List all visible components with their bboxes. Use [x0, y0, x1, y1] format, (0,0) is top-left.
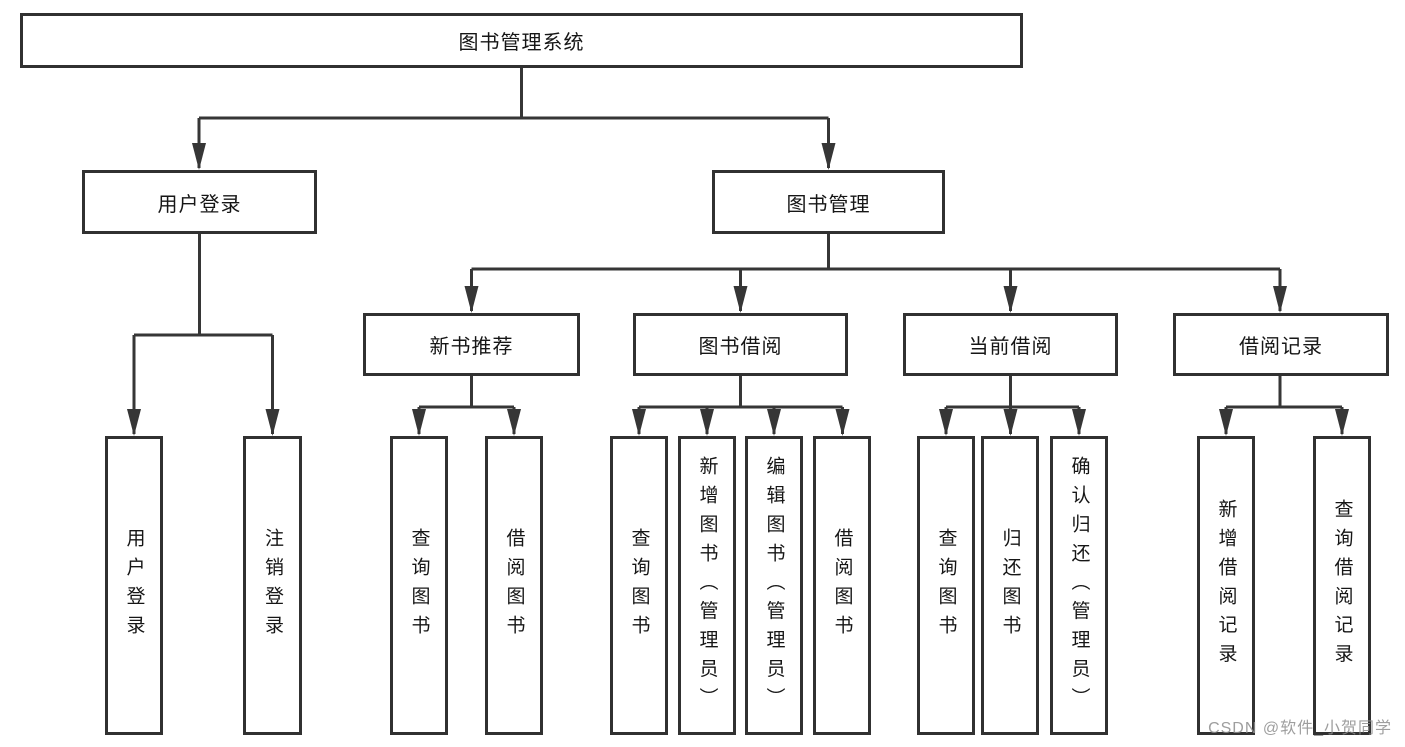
leaf-query-books-current: 查询图书 [917, 436, 975, 735]
node-book-borrow: 图书借阅 [633, 313, 848, 376]
node-root: 图书管理系统 [20, 13, 1023, 68]
arrow-down-icon [700, 409, 714, 436]
connector-book-borrow [637, 376, 844, 434]
node-user-login: 用户登录 [82, 170, 317, 234]
csdn-watermark: CSDN @软件_小贺同学 [1208, 720, 1392, 737]
arrow-down-icon [412, 409, 426, 436]
arrow-down-icon [835, 409, 850, 436]
arrow-down-icon [821, 143, 836, 170]
arrow-down-icon [1273, 286, 1287, 313]
connector-book-management [470, 234, 1282, 311]
arrow-down-icon [127, 409, 141, 436]
arrow-down-icon [1003, 286, 1018, 313]
arrow-down-icon [464, 286, 479, 313]
leaf-logout: 注销登录 [243, 436, 302, 735]
arrow-down-icon [733, 286, 748, 313]
arrow-down-icon [1003, 409, 1018, 436]
node-book-management: 图书管理 [712, 170, 945, 234]
arrow-down-icon [192, 143, 206, 170]
arrow-down-icon [507, 409, 521, 436]
arrow-down-icon [767, 409, 781, 436]
connector-borrow-records [1224, 376, 1344, 434]
arrow-down-icon [1335, 409, 1349, 436]
leaf-confirm-return-admin: 确认归还（管理员） [1050, 436, 1108, 735]
node-current-borrow: 当前借阅 [903, 313, 1118, 376]
leaf-query-books-borrow: 查询图书 [610, 436, 668, 735]
connector-new-book-recommend [417, 376, 516, 434]
leaf-user-login: 用户登录 [105, 436, 163, 735]
leaf-add-book-admin: 新增图书（管理员） [678, 436, 736, 735]
leaf-edit-book-admin: 编辑图书（管理员） [745, 436, 803, 735]
leaf-query-borrow-record: 查询借阅记录 [1313, 436, 1371, 735]
arrow-down-icon [1072, 409, 1086, 436]
connector-user-login [132, 234, 274, 434]
leaf-return-book: 归还图书 [981, 436, 1039, 735]
leaf-query-books-recommend: 查询图书 [390, 436, 448, 735]
node-new-book-recommend: 新书推荐 [363, 313, 580, 376]
arrow-down-icon [265, 409, 280, 436]
connector-root [197, 68, 830, 168]
leaf-borrow-books: 借阅图书 [813, 436, 871, 735]
leaf-add-borrow-record: 新增借阅记录 [1197, 436, 1255, 735]
leaf-borrow-books-recommend: 借阅图书 [485, 436, 543, 735]
node-borrow-records: 借阅记录 [1173, 313, 1389, 376]
arrow-down-icon [632, 409, 646, 436]
arrow-down-icon [1219, 409, 1233, 436]
arrow-down-icon [939, 409, 953, 436]
